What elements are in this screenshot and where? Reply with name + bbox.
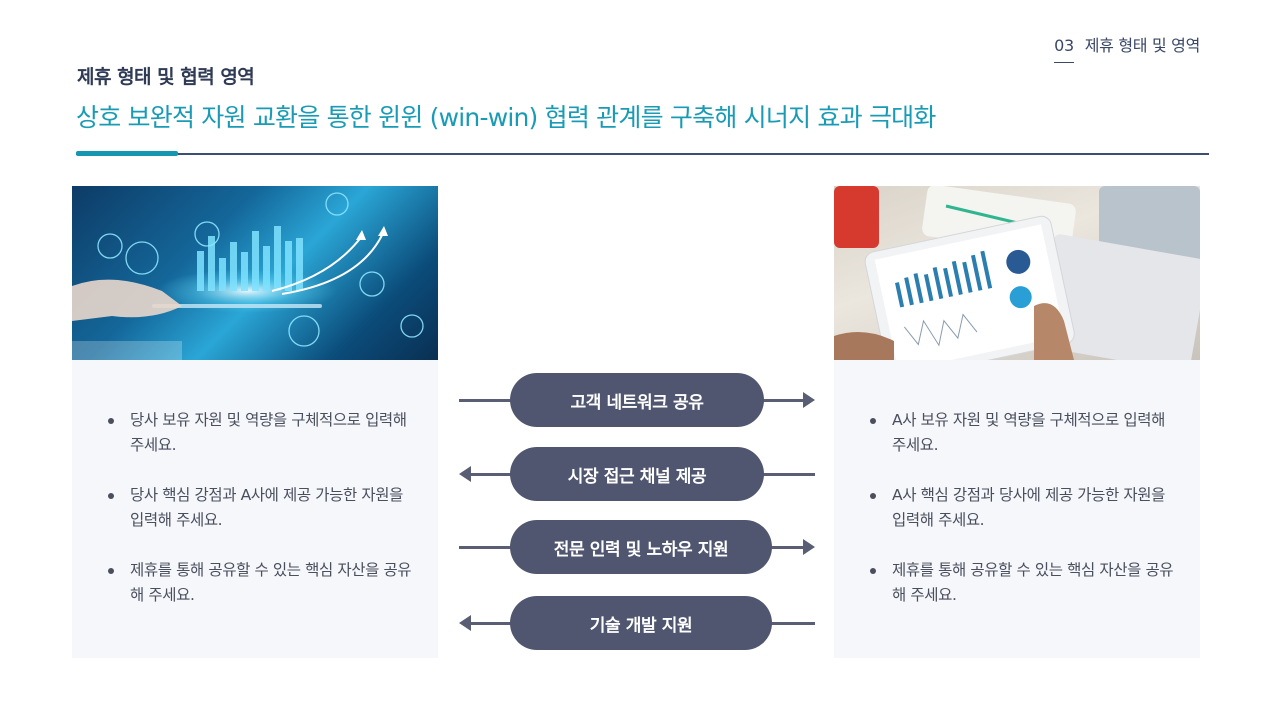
title-divider-accent bbox=[76, 151, 178, 156]
arrow-right-icon bbox=[803, 539, 815, 555]
exchange-flow-market-access: 시장 접근 채널 제공 bbox=[459, 447, 815, 501]
bullet-item: 제휴를 통해 공유할 수 있는 핵심 자산을 공유해 주세요. bbox=[106, 558, 414, 608]
bullet-item: A사 보유 자원 및 역량을 구체적으로 입력해 주세요. bbox=[868, 408, 1176, 458]
bullet-item: 당사 보유 자원 및 역량을 구체적으로 입력해 주세요. bbox=[106, 408, 414, 458]
page-subtitle: 제휴 형태 및 협력 영역 bbox=[77, 66, 255, 88]
page-title: 상호 보완적 자원 교환을 통한 윈윈 (win-win) 협력 관계를 구축해… bbox=[76, 103, 936, 132]
exchange-pill: 시장 접근 채널 제공 bbox=[510, 447, 764, 501]
right-bullet-list: A사 보유 자원 및 역량을 구체적으로 입력해 주세요. A사 핵심 강점과 … bbox=[868, 408, 1176, 608]
left-panel-image bbox=[72, 186, 438, 360]
right-resource-card: A사 보유 자원 및 역량을 구체적으로 입력해 주세요. A사 핵심 강점과 … bbox=[834, 360, 1200, 658]
exchange-flow-customer-network: 고객 네트워크 공유 bbox=[459, 373, 815, 427]
bullet-item: 당사 핵심 강점과 A사에 제공 가능한 자원을 입력해 주세요. bbox=[106, 483, 414, 533]
bullet-item: 제휴를 통해 공유할 수 있는 핵심 자산을 공유해 주세요. bbox=[868, 558, 1176, 608]
tablet-charts-illustration bbox=[834, 186, 1200, 360]
exchange-flow-expert-knowhow: 전문 인력 및 노하우 지원 bbox=[459, 520, 815, 574]
digital-analytics-illustration bbox=[72, 192, 424, 360]
arrow-right-icon bbox=[803, 392, 815, 408]
exchange-flow-tech-development: 기술 개발 지원 bbox=[459, 596, 815, 650]
exchange-pill: 고객 네트워크 공유 bbox=[510, 373, 764, 427]
title-divider bbox=[76, 153, 1209, 155]
arrow-left-icon bbox=[459, 615, 471, 631]
left-resource-card: 당사 보유 자원 및 역량을 구체적으로 입력해 주세요. 당사 핵심 강점과 … bbox=[72, 360, 438, 658]
right-panel-image bbox=[834, 186, 1200, 360]
section-label: 제휴 형태 및 영역 bbox=[1084, 36, 1201, 55]
left-bullet-list: 당사 보유 자원 및 역량을 구체적으로 입력해 주세요. 당사 핵심 강점과 … bbox=[106, 408, 414, 608]
section-number: 03 bbox=[1054, 36, 1074, 55]
bullet-item: A사 핵심 강점과 당사에 제공 가능한 자원을 입력해 주세요. bbox=[868, 483, 1176, 533]
arrow-left-icon bbox=[459, 466, 471, 482]
exchange-pill: 전문 인력 및 노하우 지원 bbox=[510, 520, 772, 574]
exchange-pill: 기술 개발 지원 bbox=[510, 596, 772, 650]
section-tag: 03 제휴 형태 및 영역 bbox=[1054, 32, 1200, 56]
